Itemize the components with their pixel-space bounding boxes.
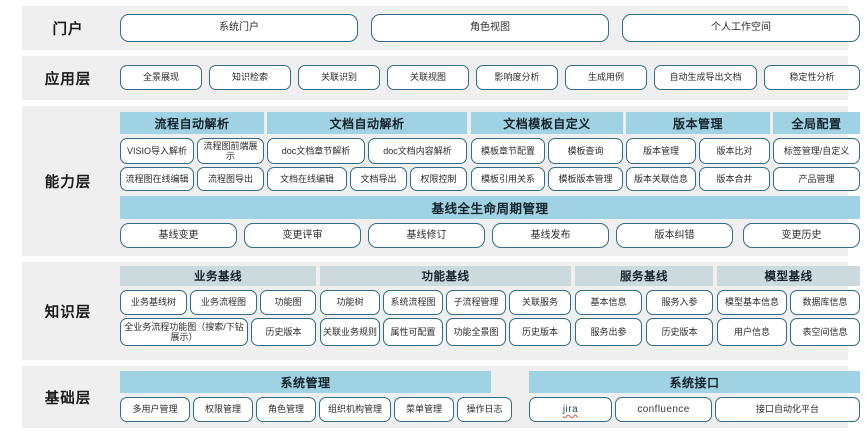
knowledge-group-header-1: 功能基线 bbox=[320, 266, 571, 286]
application-item-6[interactable]: 自动生成导出文档 bbox=[654, 65, 757, 90]
knowledge-item-g2-r1-0[interactable]: 服务出参 bbox=[575, 318, 642, 346]
capability-lifecycle-item-3[interactable]: 基线发布 bbox=[492, 223, 609, 248]
knowledge-group-header-3: 模型基线 bbox=[717, 266, 860, 286]
capability-item-g2-r1-0[interactable]: 模板引用关系 bbox=[471, 167, 545, 191]
layer-label-capability: 能力层 bbox=[44, 174, 92, 191]
capability-group-header-3: 版本管理 bbox=[626, 112, 770, 134]
application-item-2[interactable]: 关联识别 bbox=[298, 65, 380, 90]
capability-item-g0-r1-0[interactable]: 流程图在线编辑 bbox=[120, 167, 194, 191]
capability-item-g3-r1-1[interactable]: 版本合并 bbox=[699, 167, 770, 191]
capability-group-header-2: 文档模板自定义 bbox=[471, 112, 623, 134]
knowledge-item-g1-r0-3[interactable]: 关联服务 bbox=[509, 290, 571, 315]
capability-lifecycle-item-0[interactable]: 基线变更 bbox=[120, 223, 237, 248]
layer-body-infrastructure: 系统管理 系统接口 多用户管理 权限管理 角色管理 组织机构管理 菜单管理 操作… bbox=[114, 366, 860, 428]
knowledge-item-g3-r1-1[interactable]: 表空间信息 bbox=[790, 318, 860, 346]
capability-lifecycle-item-5[interactable]: 变更历史 bbox=[743, 223, 860, 248]
capability-item-g2-r0-0[interactable]: 模板章节配置 bbox=[471, 138, 545, 164]
knowledge-item-g0-r0-0[interactable]: 业务基线树 bbox=[120, 290, 187, 315]
application-item-7[interactable]: 稳定性分析 bbox=[764, 65, 860, 90]
capability-item-g2-r1-1[interactable]: 模板版本管理 bbox=[548, 167, 623, 191]
knowledge-item-g3-r1-0[interactable]: 用户信息 bbox=[717, 318, 787, 346]
capability-lifecycle-item-4[interactable]: 版本纠错 bbox=[616, 223, 733, 248]
layer-band-knowledge: 知识层 业务基线 功能基线 服务基线 模型基线 业务基线树 业务流程图 功能图 … bbox=[22, 262, 860, 360]
infrastructure-item-g0-0[interactable]: 多用户管理 bbox=[120, 397, 190, 422]
layer-band-portal: 门户 系统门户 角色视图 个人工作空间 bbox=[22, 6, 860, 50]
knowledge-group-header-0: 业务基线 bbox=[120, 266, 316, 286]
infrastructure-item-g0-2[interactable]: 角色管理 bbox=[256, 397, 316, 422]
knowledge-item-g1-r0-1[interactable]: 系统流程图 bbox=[383, 290, 443, 315]
knowledge-group-header-2: 服务基线 bbox=[575, 266, 713, 286]
capability-item-g1-r1-0[interactable]: 文档在线编辑 bbox=[267, 167, 347, 191]
capability-group-header-0: 流程自动解析 bbox=[120, 112, 264, 134]
knowledge-item-g1-r0-2[interactable]: 子流程管理 bbox=[446, 290, 506, 315]
infrastructure-item-g1-2[interactable]: 接口自动化平台 bbox=[715, 397, 860, 422]
layer-band-infrastructure: 基础层 系统管理 系统接口 多用户管理 权限管理 角色管理 组织机构管理 菜单管… bbox=[22, 366, 860, 428]
infrastructure-item-g0-4[interactable]: 菜单管理 bbox=[394, 397, 454, 422]
knowledge-item-g1-r1-2[interactable]: 功能全景图 bbox=[446, 318, 506, 346]
layer-label-application: 应用层 bbox=[44, 71, 92, 88]
capability-item-g3-r0-0[interactable]: 版本管理 bbox=[626, 138, 696, 164]
knowledge-item-g1-r1-1[interactable]: 属性可配置 bbox=[383, 318, 443, 346]
capability-item-g4-r0-0[interactable]: 标签管理/自定义 bbox=[773, 138, 860, 164]
knowledge-item-g0-r0-2[interactable]: 功能图 bbox=[260, 290, 316, 315]
portal-item-1[interactable]: 角色视图 bbox=[371, 14, 609, 42]
capability-item-g0-r0-1[interactable]: 流程图前端展示 bbox=[197, 138, 264, 164]
capability-item-g3-r1-0[interactable]: 版本关联信息 bbox=[626, 167, 696, 191]
capability-item-g2-r0-1[interactable]: 模板查询 bbox=[548, 138, 623, 164]
infrastructure-item-g1-0[interactable]: jira bbox=[529, 397, 612, 422]
layer-band-capability: 能力层 流程自动解析 文档自动解析 文档模板自定义 版本管理 全局配置 VISI… bbox=[22, 106, 860, 256]
knowledge-item-g1-r0-0[interactable]: 功能树 bbox=[320, 290, 380, 315]
knowledge-item-g0-r1-1[interactable]: 历史版本 bbox=[251, 318, 316, 346]
knowledge-item-g2-r0-1[interactable]: 服务入参 bbox=[646, 290, 713, 315]
infrastructure-group-header-0: 系统管理 bbox=[120, 371, 491, 393]
knowledge-item-g3-r0-0[interactable]: 模型基本信息 bbox=[717, 290, 787, 315]
layer-body-application: 全景展现 知识检索 关联识别 关联视图 影响度分析 生成用例 自动生成导出文档 … bbox=[114, 56, 860, 100]
knowledge-item-g2-r0-0[interactable]: 基本信息 bbox=[575, 290, 642, 315]
infrastructure-group-header-1: 系统接口 bbox=[529, 371, 860, 393]
portal-item-2[interactable]: 个人工作空间 bbox=[622, 14, 860, 42]
capability-item-g0-r1-1[interactable]: 流程图导出 bbox=[197, 167, 264, 191]
capability-group-header-4: 全局配置 bbox=[773, 112, 860, 134]
portal-item-0[interactable]: 系统门户 bbox=[120, 14, 358, 42]
capability-item-g1-r1-2[interactable]: 权限控制 bbox=[410, 167, 467, 191]
application-item-4[interactable]: 影响度分析 bbox=[476, 65, 558, 90]
knowledge-item-g0-r1-0[interactable]: 全业务流程功能图（搜索/下钻展示） bbox=[120, 318, 248, 346]
infrastructure-item-g0-5[interactable]: 操作日志 bbox=[457, 397, 512, 422]
capability-item-g0-r0-0[interactable]: VISIO导入解析 bbox=[120, 138, 194, 164]
application-item-5[interactable]: 生成用例 bbox=[565, 65, 647, 90]
capability-lifecycle-item-2[interactable]: 基线修订 bbox=[368, 223, 485, 248]
capability-item-g1-r0-0[interactable]: doc文档章节解析 bbox=[267, 138, 365, 164]
application-item-0[interactable]: 全景展现 bbox=[120, 65, 202, 90]
capability-item-g3-r0-1[interactable]: 版本比对 bbox=[699, 138, 770, 164]
layer-body-knowledge: 业务基线 功能基线 服务基线 模型基线 业务基线树 业务流程图 功能图 全业务流… bbox=[114, 262, 860, 360]
capability-item-g4-r1-0[interactable]: 产品管理 bbox=[773, 167, 860, 191]
layer-label-portal: 门户 bbox=[52, 21, 84, 38]
infrastructure-item-g0-1[interactable]: 权限管理 bbox=[193, 397, 253, 422]
knowledge-item-g1-r1-3[interactable]: 历史版本 bbox=[509, 318, 571, 346]
knowledge-item-g2-r1-1[interactable]: 历史版本 bbox=[646, 318, 713, 346]
capability-group-header-1: 文档自动解析 bbox=[267, 112, 467, 134]
layer-label-infrastructure: 基础层 bbox=[44, 390, 92, 407]
infrastructure-item-g0-3[interactable]: 组织机构管理 bbox=[319, 397, 391, 422]
layer-band-application: 应用层 全景展现 知识检索 关联识别 关联视图 影响度分析 生成用例 自动生成导… bbox=[22, 56, 860, 100]
application-item-3[interactable]: 关联视图 bbox=[387, 65, 469, 90]
application-item-1[interactable]: 知识检索 bbox=[209, 65, 291, 90]
layer-label-knowledge: 知识层 bbox=[44, 304, 92, 321]
capability-item-g1-r0-1[interactable]: doc文档内容解析 bbox=[368, 138, 467, 164]
knowledge-item-g3-r0-1[interactable]: 数据库信息 bbox=[790, 290, 860, 315]
capability-item-g1-r1-1[interactable]: 文档导出 bbox=[350, 167, 407, 191]
knowledge-item-g0-r0-1[interactable]: 业务流程图 bbox=[190, 290, 257, 315]
capability-lifecycle-header: 基线全生命周期管理 bbox=[120, 196, 860, 219]
infrastructure-item-g1-1[interactable]: confluence bbox=[615, 397, 712, 422]
layer-body-portal: 系统门户 角色视图 个人工作空间 bbox=[114, 6, 860, 50]
layer-body-capability: 流程自动解析 文档自动解析 文档模板自定义 版本管理 全局配置 VISIO导入解… bbox=[114, 106, 860, 256]
knowledge-item-g1-r1-0[interactable]: 关联业务规则 bbox=[320, 318, 380, 346]
capability-lifecycle-item-1[interactable]: 变更评审 bbox=[244, 223, 361, 248]
